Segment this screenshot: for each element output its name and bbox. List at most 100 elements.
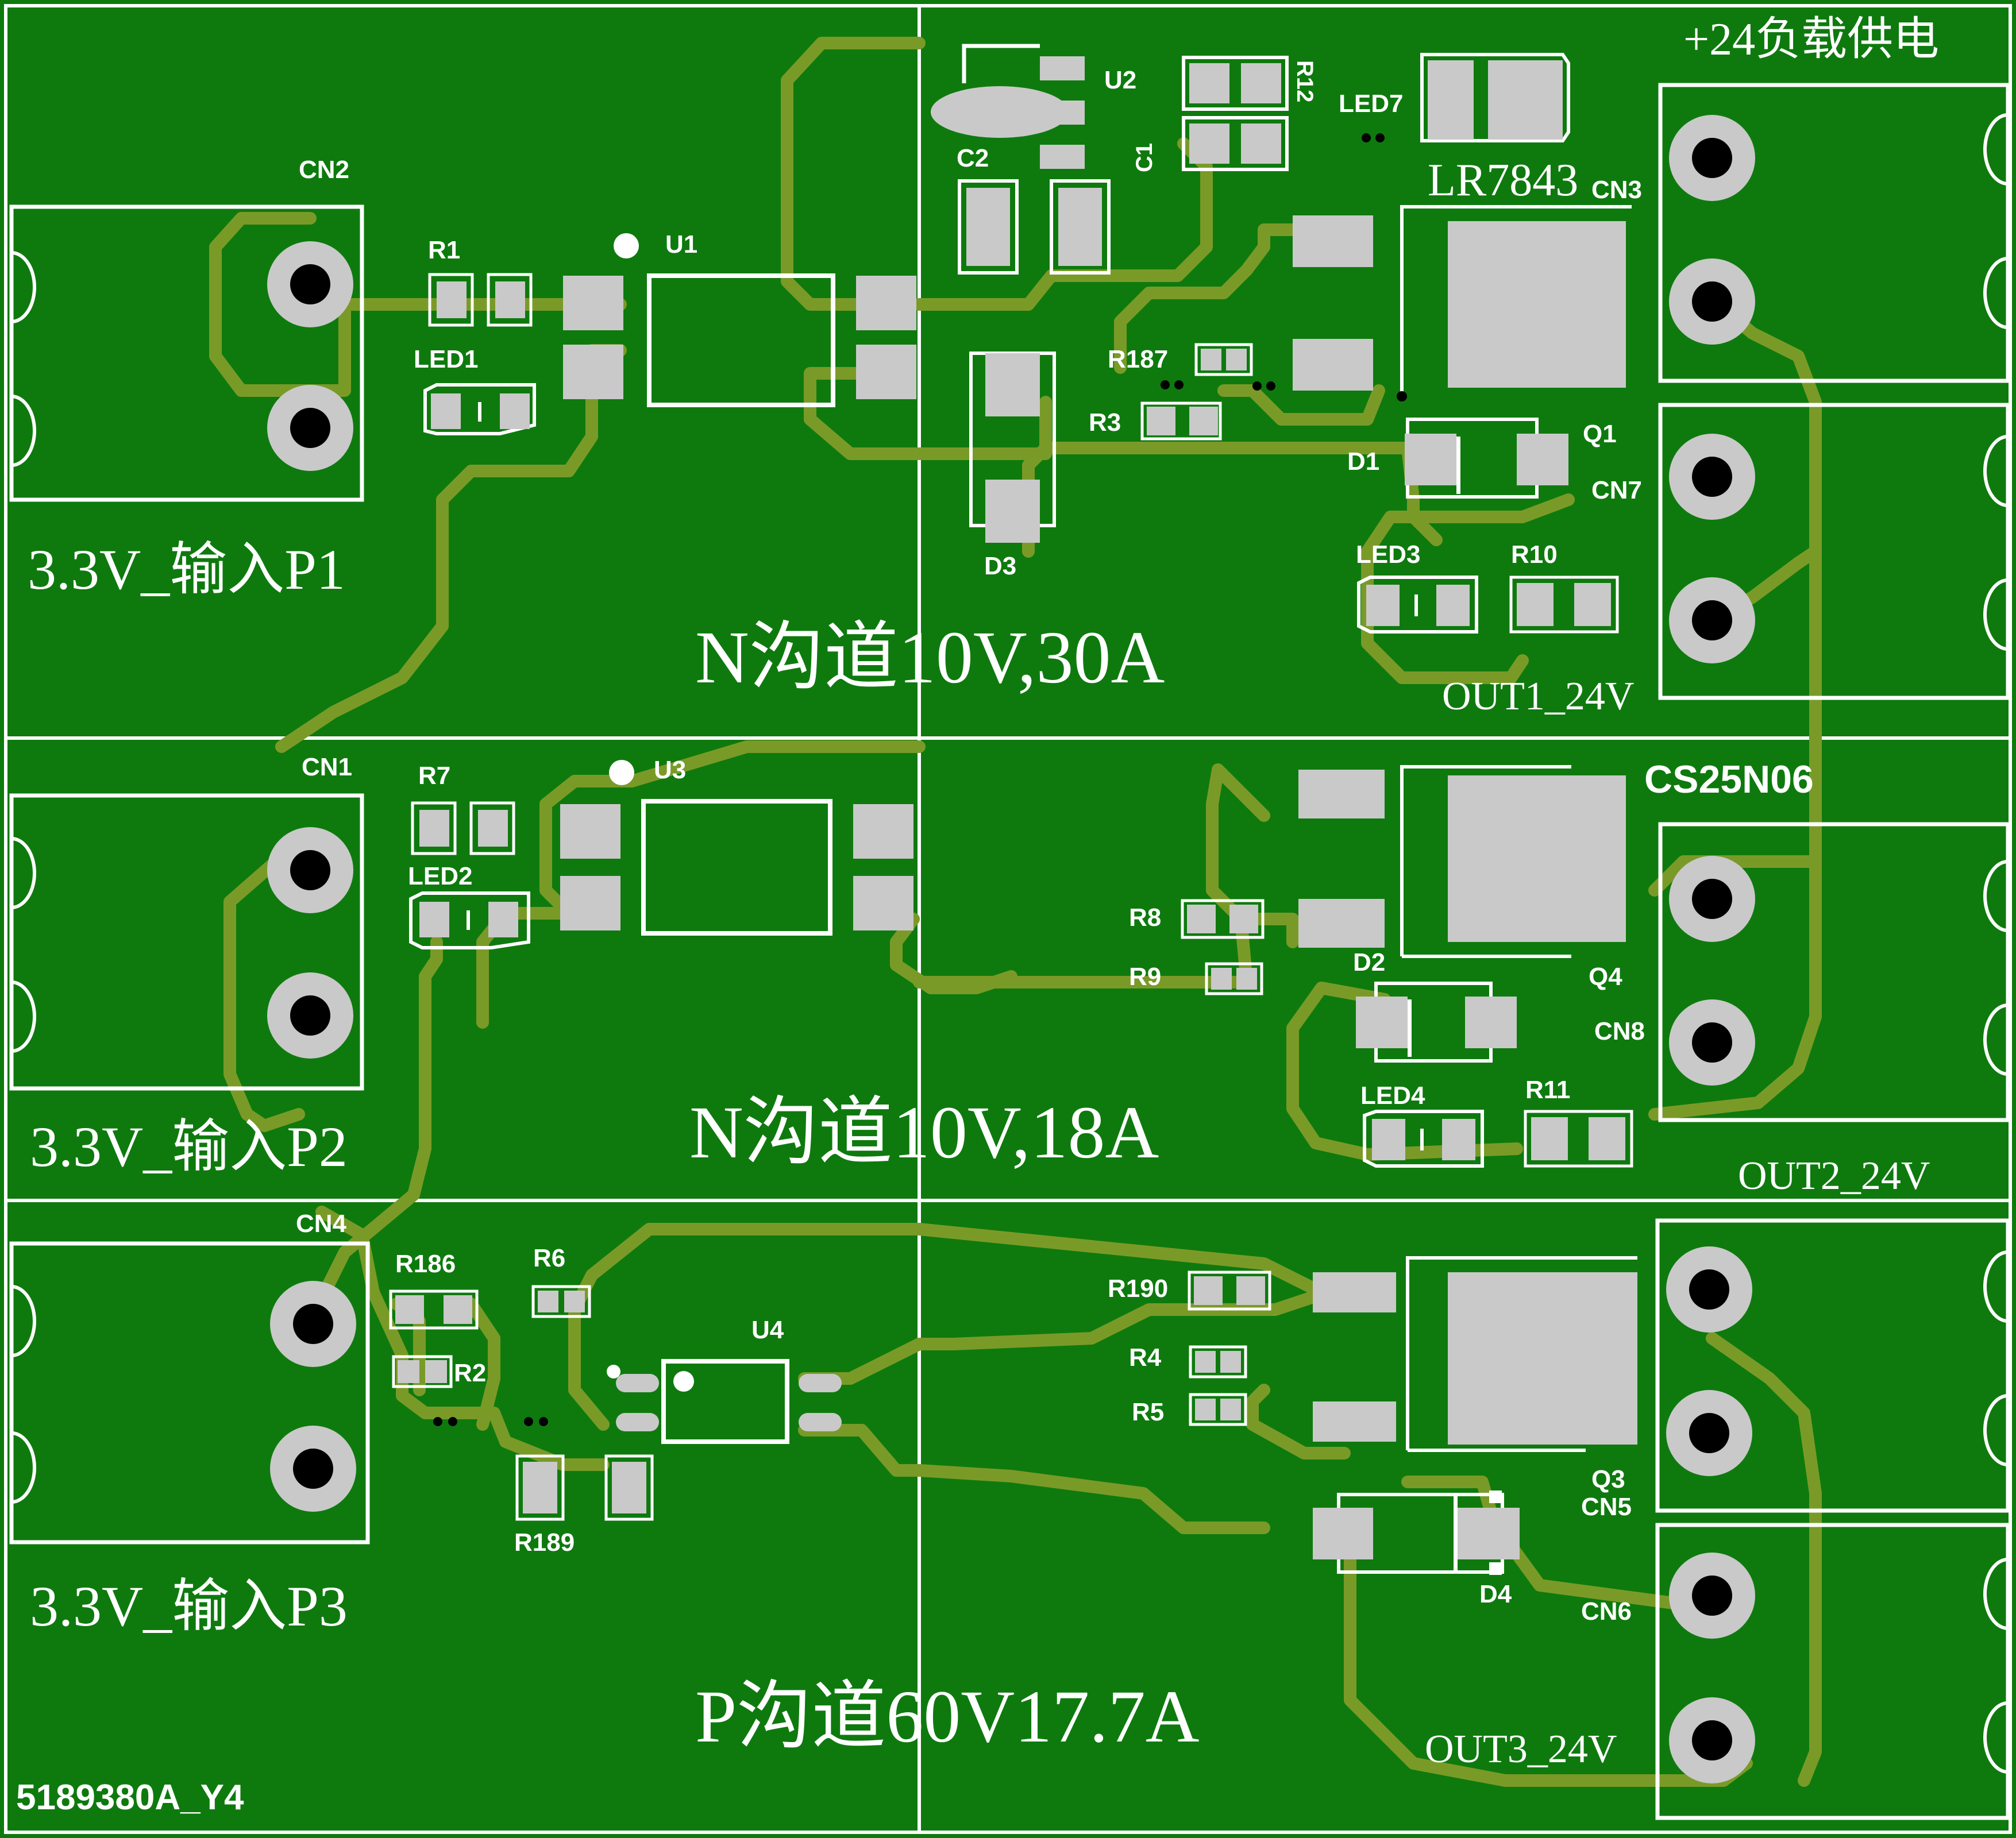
resistor-r189: [515, 1454, 654, 1521]
r1-label: R1: [428, 236, 460, 264]
connector-cn7: [1658, 403, 2010, 700]
out3-label: OUT3_24V: [1425, 1727, 1617, 1771]
diode-d3: [969, 352, 1056, 543]
connector-cn3: [1658, 83, 2010, 383]
resistor-r1: [428, 273, 533, 327]
r7-label: R7: [418, 762, 450, 790]
r6-label: R6: [533, 1244, 565, 1272]
r189-label: R189: [514, 1528, 575, 1557]
r12-label: R12: [1292, 60, 1317, 102]
input-p3-label: 3.3V_输入P3: [30, 1574, 348, 1638]
resistor-r190: [1188, 1271, 1271, 1311]
capacitor-c1: [1182, 116, 1289, 171]
u4-label: U4: [751, 1316, 784, 1344]
c2-label: C2: [957, 144, 989, 172]
connector-cn1: [9, 793, 364, 1091]
channel-2-label: N沟道10V,18A: [689, 1091, 1159, 1174]
cn8-label: CN8: [1594, 1017, 1645, 1045]
led-led7: [1362, 53, 1570, 142]
resistor-r10: [1509, 576, 1619, 634]
copper-traces: [209, 37, 1822, 1787]
mosfet-q1: [1293, 205, 1632, 401]
connector-cn5: [1655, 1218, 2010, 1513]
supply-label: +24负载供电: [1683, 14, 1939, 65]
input-p1-label: 3.3V_输入P1: [28, 538, 345, 601]
ic-u3: [560, 760, 913, 936]
input-p2-label: 3.3V_输入P2: [30, 1115, 348, 1179]
cn6-label: CN6: [1581, 1597, 1632, 1625]
led3-label: LED3: [1356, 540, 1420, 569]
resistor-r7: [411, 801, 515, 855]
out1-label: OUT1_24V: [1442, 674, 1634, 719]
channel-1-label: N沟道10V,30A: [695, 616, 1165, 699]
u2-label: U2: [1104, 66, 1136, 94]
mosfet-q3: [1313, 1256, 1637, 1452]
connector-cn8: [1658, 822, 2010, 1122]
u3-label: U3: [654, 756, 686, 784]
resistor-r12: [1182, 56, 1289, 111]
r10-label: R10: [1511, 540, 1558, 569]
connector-cn6: [1655, 1523, 2010, 1820]
channel-3-label: P沟道60V17.7A: [695, 1675, 1200, 1758]
cn3-label: CN3: [1591, 176, 1642, 204]
board-id-label: 5189380A_Y4: [16, 1778, 244, 1817]
connector-cn2: [9, 204, 364, 502]
d3-label: D3: [984, 552, 1016, 580]
led-led2: [409, 891, 530, 949]
r2-label: R2: [454, 1359, 486, 1387]
capacitor-c2: [958, 179, 1111, 275]
d2-label: D2: [1353, 948, 1385, 976]
q4-label: Q4: [1589, 963, 1622, 991]
resistor-r9: [1205, 962, 1263, 995]
ic-u4: [607, 1359, 842, 1444]
r8-label: R8: [1129, 903, 1161, 932]
led4-label: LED4: [1360, 1082, 1425, 1110]
diode-d4: [1313, 1491, 1520, 1575]
r187-label: R187: [1108, 345, 1168, 373]
led1-label: LED1: [414, 345, 478, 373]
regulator-u2: [931, 44, 1085, 169]
u1-label: U1: [665, 230, 697, 258]
cn1-label: CN1: [302, 753, 352, 781]
r11-label: R11: [1525, 1076, 1570, 1104]
r4-label: R4: [1129, 1343, 1162, 1372]
ic-u1: [563, 233, 916, 407]
r3-label: R3: [1089, 408, 1121, 437]
part-lr7843-label: LR7843: [1428, 155, 1578, 206]
d4-label: D4: [1479, 1580, 1512, 1608]
q1-label: Q1: [1583, 420, 1617, 448]
board-outline: [4, 4, 2012, 1834]
cn4-label: CN4: [296, 1210, 347, 1238]
mosfet-q4: [1298, 765, 1626, 958]
diode-d2: [1356, 982, 1517, 1063]
d1-label: D1: [1347, 447, 1379, 476]
resistor-r2: [392, 1355, 548, 1426]
resistor-r186: [389, 1289, 479, 1330]
resistor-r8: [1181, 899, 1265, 939]
cn7-label: CN7: [1591, 476, 1642, 504]
led2-label: LED2: [408, 862, 472, 890]
out2-label: OUT2_24V: [1738, 1154, 1930, 1198]
resistor-r11: [1524, 1110, 1633, 1168]
r186-label: R186: [395, 1250, 456, 1278]
connector-cn4: [9, 1241, 370, 1544]
diode-d1: [1405, 418, 1568, 499]
led-led3: [1357, 576, 1478, 634]
led-led1: [423, 383, 536, 435]
resistor-r4: [1189, 1345, 1247, 1378]
r5-label: R5: [1132, 1398, 1164, 1426]
cn2-label: CN2: [299, 156, 349, 184]
resistor-r5: [1189, 1393, 1247, 1426]
r190-label: R190: [1108, 1275, 1168, 1303]
q3-label: Q3: [1591, 1465, 1625, 1493]
cn5-label: CN5: [1581, 1493, 1632, 1521]
resistor-r3: [1140, 401, 1222, 441]
r9-label: R9: [1129, 963, 1161, 991]
resistor-r6: [531, 1285, 591, 1318]
resistor-r187: [1161, 343, 1275, 391]
led-led4: [1363, 1110, 1484, 1168]
led7-label: LED7: [1339, 90, 1403, 118]
part-cs25n06-label: CS25N06: [1644, 758, 1814, 801]
c1-label: C1: [1132, 143, 1157, 172]
